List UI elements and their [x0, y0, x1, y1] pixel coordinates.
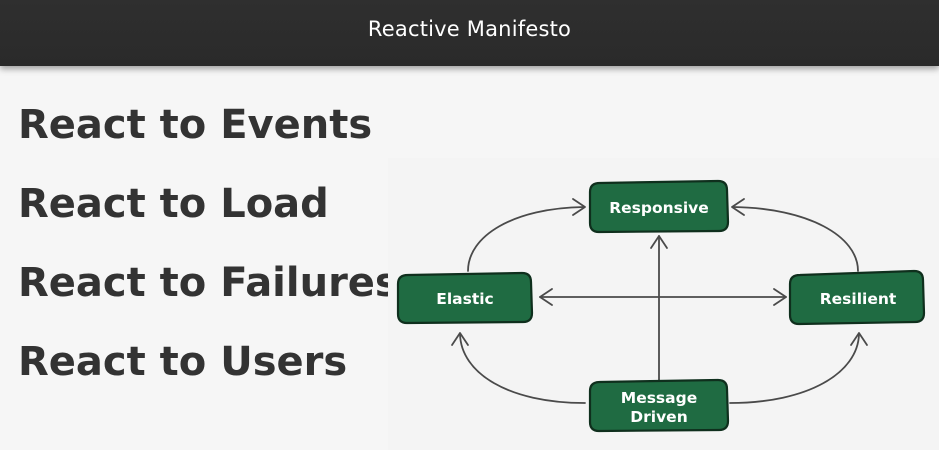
- bullet-item: React to Failures: [18, 260, 399, 306]
- arrowhead-responsive-bottom: [650, 235, 668, 249]
- arrowhead-responsive-right: [731, 198, 745, 216]
- bullet-item: React to Load: [18, 181, 329, 227]
- arrow-message-driven-to-elastic: [459, 333, 586, 404]
- bullet-list: React to Events React to Load React to F…: [18, 98, 399, 414]
- arrowhead-resilient: [773, 288, 787, 306]
- arrowhead-responsive-left: [572, 198, 586, 216]
- title-bar: Reactive Manifesto: [0, 0, 939, 66]
- bullet-item: React to Users: [18, 339, 348, 385]
- node-responsive-label: Responsive: [609, 199, 709, 217]
- bullet-item: React to Events: [18, 102, 373, 148]
- node-message-driven-label-line1: Message: [621, 389, 697, 407]
- arrowhead-elastic: [539, 288, 553, 306]
- arrow-elastic-to-responsive: [467, 206, 585, 272]
- node-responsive: Responsive: [588, 179, 730, 234]
- node-resilient-label: Resilient: [820, 290, 897, 308]
- reactive-traits-diagram: Responsive Elastic Resilient Message Dri…: [388, 158, 939, 450]
- node-message-driven: Message Driven: [588, 378, 730, 433]
- arrow-resilient-to-responsive: [732, 206, 859, 272]
- arrowhead-elastic-bottom: [451, 332, 469, 346]
- node-elastic: Elastic: [396, 271, 534, 325]
- node-message-driven-label-line2: Driven: [630, 408, 687, 426]
- node-elastic-label: Elastic: [436, 290, 494, 308]
- slide-title: Reactive Manifesto: [367, 17, 572, 41]
- node-resilient: Resilient: [788, 269, 926, 326]
- arrowhead-resilient-bottom: [850, 332, 868, 346]
- diagram-canvas: Responsive Elastic Resilient Message Dri…: [396, 179, 926, 433]
- arrow-message-driven-to-resilient: [729, 333, 860, 404]
